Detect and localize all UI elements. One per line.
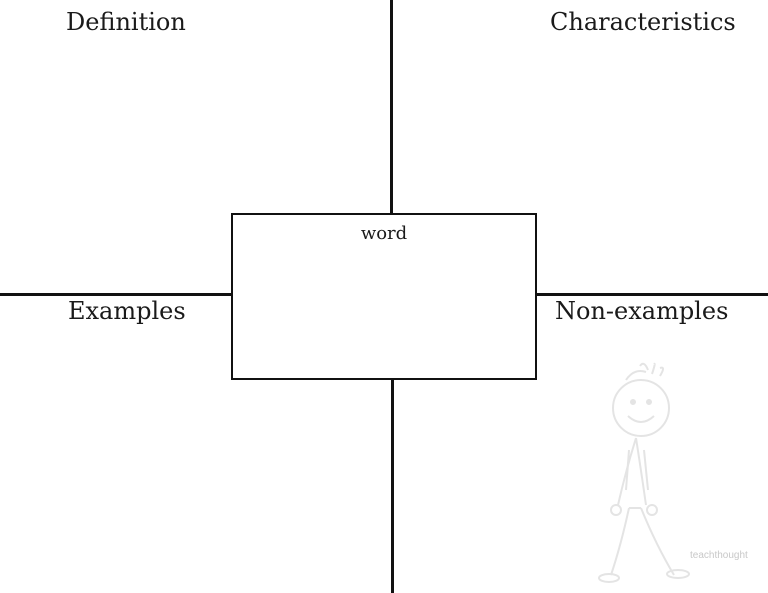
- stick-figure-icon: [598, 362, 690, 583]
- horizontal-divider-right: [535, 293, 768, 296]
- characteristics-heading: Characteristics: [550, 8, 736, 36]
- vertical-divider-bottom: [391, 378, 394, 593]
- center-word-label: word: [360, 223, 408, 244]
- non-examples-heading: Non-examples: [555, 297, 729, 325]
- teachthought-watermark: teachthought: [690, 550, 748, 561]
- definition-heading: Definition: [66, 8, 186, 36]
- horizontal-divider-left: [0, 293, 232, 296]
- center-word-box[interactable]: word: [231, 213, 537, 380]
- examples-heading: Examples: [68, 297, 186, 325]
- vertical-divider-top: [390, 0, 393, 214]
